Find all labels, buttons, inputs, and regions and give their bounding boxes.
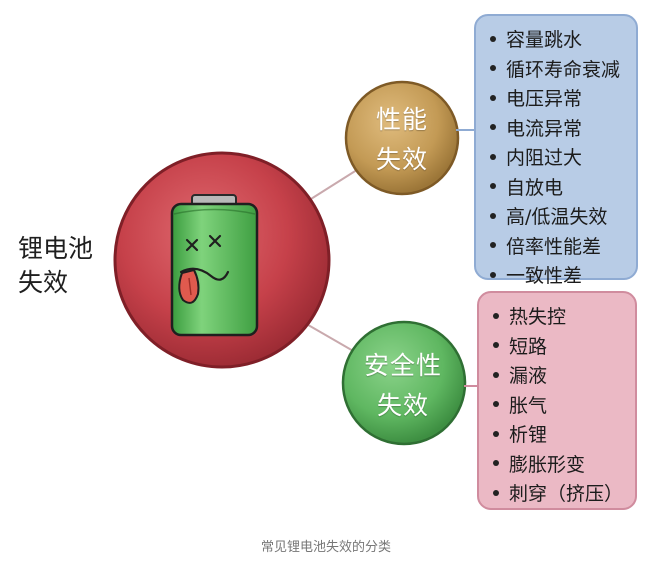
list-item: 倍率性能差: [490, 231, 636, 261]
connector-performance: [302, 167, 361, 205]
performance-node: [344, 80, 460, 196]
safety-node-label: 安全性 失效: [341, 346, 465, 426]
bullet-icon: [490, 212, 496, 219]
list-item-text: 倍率性能差: [506, 235, 602, 258]
safety-failure-list: 热失控 短路 漏液 胀气 析锂 膨胀形变 刺穿（挤压）: [477, 291, 637, 510]
bullet-icon: [493, 371, 499, 378]
root-label-line1: 锂电池: [18, 234, 94, 263]
list-item-text: 电压异常: [506, 88, 583, 111]
performance-label-line1: 性能: [375, 105, 428, 134]
safety-node: [341, 320, 467, 446]
bullet-icon: [490, 65, 496, 72]
list-item: 内阻过大: [490, 142, 636, 172]
list-item: 自放电: [490, 172, 636, 202]
list-item: 循环寿命衰减: [490, 54, 636, 84]
performance-node-label: 性能 失效: [352, 100, 452, 180]
root-label: 锂电池 失效: [18, 232, 98, 300]
list-item-text: 析锂: [509, 424, 548, 447]
bullet-icon: [490, 124, 496, 131]
list-item-text: 电流异常: [506, 117, 583, 140]
root-label-line2: 失效: [18, 268, 69, 297]
connector-safety: [302, 321, 356, 353]
bullet-icon: [493, 460, 499, 467]
list-item: 一致性差: [490, 260, 636, 290]
list-item: 膨胀形变: [493, 449, 635, 479]
safety-label-line2: 失效: [376, 391, 429, 420]
list-item: 刺穿（挤压）: [493, 478, 635, 508]
list-item-text: 胀气: [509, 394, 548, 417]
list-item-text: 膨胀形变: [509, 453, 586, 476]
list-item: 容量跳水: [490, 24, 636, 54]
list-item-text: 热失控: [509, 306, 567, 329]
bullet-icon: [490, 35, 496, 42]
bullet-icon: [490, 242, 496, 249]
list-item: 漏液: [493, 360, 635, 390]
list-item-text: 漏液: [509, 365, 548, 388]
bullet-icon: [493, 342, 499, 349]
list-item-text: 自放电: [506, 176, 564, 199]
list-item: 高/低温失效: [490, 201, 636, 231]
list-item: 热失控: [493, 301, 635, 331]
performance-failure-list: 容量跳水 循环寿命衰减 电压异常 电流异常 内阻过大 自放电 高/低温失效 倍率…: [474, 14, 638, 287]
list-item-text: 容量跳水: [506, 29, 583, 52]
list-item: 短路: [493, 331, 635, 361]
list-item-text: 一致性差: [506, 265, 583, 288]
bullet-icon: [490, 153, 496, 160]
list-item: 析锂: [493, 419, 635, 449]
bullet-icon: [490, 94, 496, 101]
bullet-icon: [493, 401, 499, 408]
list-item-text: 刺穿（挤压）: [509, 483, 624, 506]
dead-battery-icon: [170, 194, 259, 337]
bullet-icon: [490, 271, 496, 278]
list-item: 胀气: [493, 390, 635, 420]
list-item-text: 高/低温失效: [506, 206, 608, 229]
bullet-icon: [493, 489, 499, 496]
list-item-text: 循环寿命衰减: [506, 58, 621, 81]
bullet-icon: [493, 312, 499, 319]
performance-label-line2: 失效: [375, 145, 428, 174]
safety-label-line1: 安全性: [363, 351, 442, 380]
list-item: 电压异常: [490, 83, 636, 113]
list-item-text: 短路: [509, 335, 548, 358]
figure-caption: 常见锂电池失效的分类: [260, 540, 391, 555]
bullet-icon: [493, 430, 499, 437]
list-item: 电流异常: [490, 113, 636, 143]
list-item-text: 内阻过大: [506, 147, 583, 170]
bullet-icon: [490, 183, 496, 190]
